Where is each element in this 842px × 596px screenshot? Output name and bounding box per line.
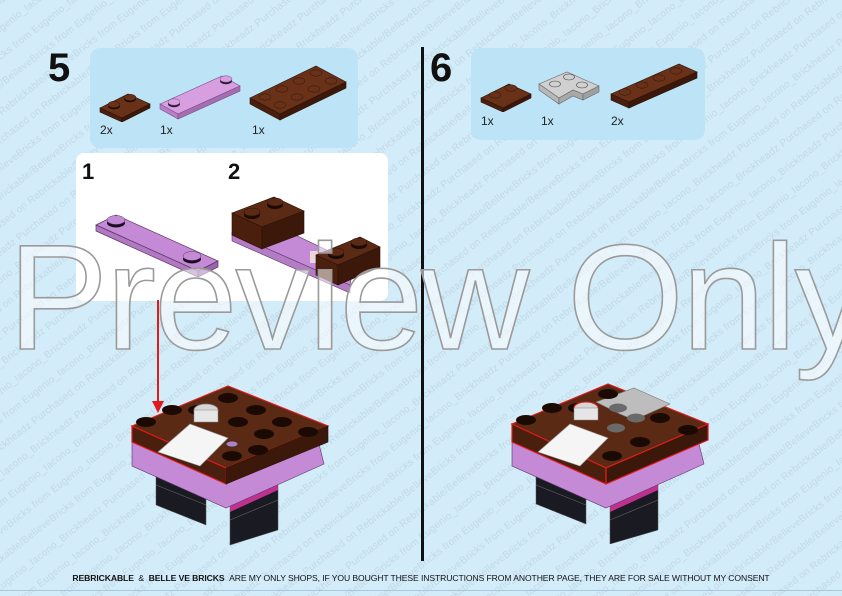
quantity-label: 2x — [611, 114, 624, 128]
quantity-label: 2x — [100, 123, 113, 137]
footer-divider — [0, 590, 842, 591]
footer-ampersand: & — [138, 573, 145, 583]
sub-step-number-2: 2 — [228, 159, 241, 184]
placement-arrow-icon — [152, 300, 164, 413]
quantity-label: 1x — [481, 114, 494, 128]
step-number-5: 5 — [48, 46, 71, 90]
sub-step-2-model-icon — [231, 196, 381, 293]
footer-brand-belleve: BELLE VE BRICKS — [148, 573, 225, 583]
quantity-label: 1x — [252, 123, 265, 137]
step-number-6: 6 — [430, 46, 453, 90]
brown-plate-1x4-icon — [610, 63, 698, 109]
brown-plate-2x4-icon — [249, 65, 347, 121]
lavender-plate-1x4-icon — [159, 75, 241, 120]
step-6-model-icon — [510, 383, 710, 544]
footer-notice: REBRICKABLE & BELLE VE BRICKS ARE MY ONL… — [0, 573, 842, 583]
sub-step-number-1: 1 — [82, 159, 95, 184]
sub-assembly-callout: 1 2 — [76, 153, 388, 301]
brown-plate-1x2-icon — [99, 93, 151, 122]
footer-brand-rebrickable: REBRICKABLE — [72, 573, 134, 583]
quantity-label: 1x — [541, 114, 554, 128]
step-divider — [421, 47, 424, 561]
gray-plate-corner-icon — [538, 71, 600, 105]
step-5-model-icon — [130, 385, 330, 545]
parts-list-step-5: 2x 1x 1x — [90, 48, 358, 148]
quantity-label: 1x — [160, 123, 173, 137]
footer-message: ARE MY ONLY SHOPS, IF YOU BOUGHT THESE I… — [229, 573, 770, 583]
brown-plate-1x2-icon — [480, 83, 532, 112]
sub-step-1-model-icon — [95, 214, 219, 277]
parts-list-step-6: 1x 1x 2x — [471, 48, 705, 140]
